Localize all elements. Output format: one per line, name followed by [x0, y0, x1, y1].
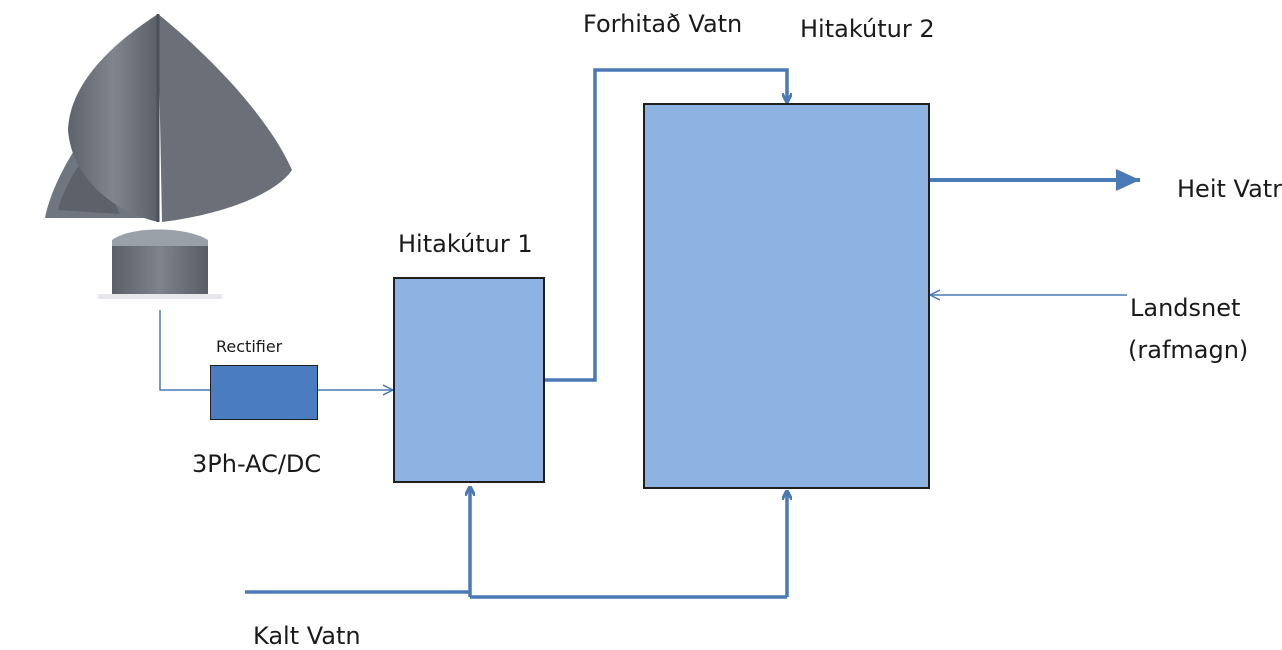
- tank-1: [393, 277, 545, 483]
- turbine-ground: [98, 294, 222, 299]
- rectifier-label: Rectifier: [216, 337, 283, 356]
- grid-label: Landsnet: [1130, 294, 1241, 322]
- rectifier-box: [210, 365, 318, 420]
- tank-2: [643, 103, 930, 489]
- tank-2-label: Hitakútur 2: [800, 15, 935, 43]
- turbine-dome: [112, 229, 208, 248]
- rectifier-type-label: 3Ph-AC/DC: [192, 450, 322, 478]
- turbine-blade-right: [158, 14, 292, 222]
- turbine-blade-left: [68, 14, 158, 222]
- preheated-water-label: Forhitað Vatn: [583, 10, 743, 38]
- wind-turbine-illustration: [45, 14, 292, 299]
- preheated-water-pipe: [545, 68, 787, 382]
- cold-water-label: Kalt Vatn: [253, 622, 361, 650]
- turbine-to-rectifier-line: [159, 310, 210, 391]
- water-pipes: [245, 68, 1140, 599]
- tank-1-label: Hitakútur 1: [398, 230, 533, 258]
- turbine-base: [112, 246, 208, 296]
- power-lines: [159, 295, 1127, 391]
- turbine-blade-small: [58, 150, 120, 214]
- hot-water-label: Heit Vatn: [1177, 175, 1282, 203]
- grid-sublabel: (rafmagn): [1128, 336, 1249, 364]
